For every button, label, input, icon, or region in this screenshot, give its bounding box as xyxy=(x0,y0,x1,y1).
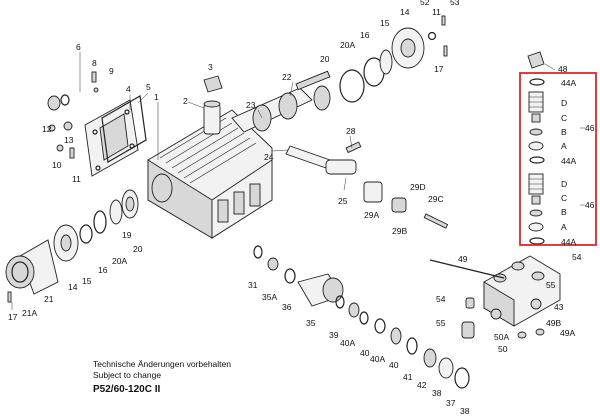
label-50A: 50A xyxy=(494,332,509,342)
label-41: 41 xyxy=(403,372,413,382)
label-44Ac: 44A xyxy=(561,237,576,247)
label-14a: 14 xyxy=(68,282,78,292)
label-2: 2 xyxy=(183,96,188,106)
label-A1: A xyxy=(561,141,567,151)
label-38a: 38 xyxy=(432,388,442,398)
label-48: 48 xyxy=(558,64,568,74)
part-number-labels: 1 2 3 4 5 6 8 9 10 11 11 12 13 14 14 15 … xyxy=(8,0,595,416)
model-number: P52/60-120C II xyxy=(93,384,161,395)
label-13: 13 xyxy=(64,135,74,145)
oil-sight-parts xyxy=(47,71,99,159)
label-24: 24 xyxy=(264,152,274,162)
label-B2: B xyxy=(561,207,567,217)
valve-kit-parts xyxy=(527,51,545,245)
label-50: 50 xyxy=(498,344,508,354)
label-54b: 54 xyxy=(436,294,446,304)
label-52: 52 xyxy=(420,0,430,7)
label-29C: 29C xyxy=(428,194,444,204)
valve-kit-highlight-box xyxy=(519,72,597,246)
gasket-part xyxy=(101,95,147,163)
label-11b: 11 xyxy=(432,7,441,17)
label-D1: D xyxy=(561,98,567,108)
label-20b: 20 xyxy=(320,54,330,64)
label-D2: D xyxy=(561,179,567,189)
label-17b: 17 xyxy=(434,64,444,74)
label-3: 3 xyxy=(208,62,213,72)
piston-guide-parts xyxy=(203,75,449,229)
label-55a: 55 xyxy=(546,280,556,290)
label-40Ab: 40A xyxy=(370,354,385,364)
leader-lines xyxy=(11,52,585,310)
label-20a: 20 xyxy=(133,244,143,254)
label-46a: 46 xyxy=(585,123,595,133)
label-17a: 17 xyxy=(8,312,18,322)
label-40a: 40 xyxy=(360,348,370,358)
manifold-part xyxy=(429,255,561,339)
label-B1: B xyxy=(561,127,567,137)
label-1: 1 xyxy=(154,92,159,102)
label-49B: 49B xyxy=(546,318,561,328)
label-54a: 54 xyxy=(572,252,582,262)
label-9: 9 xyxy=(109,66,114,76)
label-11a: 11 xyxy=(72,174,81,184)
label-14b: 14 xyxy=(400,7,410,17)
crankcase-part xyxy=(147,109,273,239)
label-29B: 29B xyxy=(392,226,407,236)
label-5: 5 xyxy=(146,82,151,92)
label-10: 10 xyxy=(52,160,62,170)
label-44Aa: 44A xyxy=(561,78,576,88)
label-42: 42 xyxy=(417,380,427,390)
label-35: 35 xyxy=(306,318,316,328)
label-40b: 40 xyxy=(389,360,399,370)
label-20Aa: 20A xyxy=(112,256,127,266)
label-C1: C xyxy=(561,113,567,123)
label-49: 49 xyxy=(458,254,468,264)
label-46b: 46 xyxy=(585,200,595,210)
label-31: 31 xyxy=(248,280,258,290)
label-8: 8 xyxy=(92,58,97,68)
label-39: 39 xyxy=(329,330,339,340)
bearing-cover-right xyxy=(313,15,448,111)
label-43: 43 xyxy=(554,302,564,312)
label-21: 21 xyxy=(44,294,54,304)
label-12: 12 xyxy=(42,124,52,134)
label-A2: A xyxy=(561,222,567,232)
label-29D: 29D xyxy=(410,182,426,192)
label-35A: 35A xyxy=(262,292,277,302)
label-28: 28 xyxy=(346,126,356,136)
label-37: 37 xyxy=(446,398,456,408)
label-20Ab: 20A xyxy=(340,40,355,50)
label-15b: 15 xyxy=(380,18,390,28)
label-55b: 55 xyxy=(436,318,446,328)
label-23: 23 xyxy=(246,100,256,110)
shaft-guard-part xyxy=(5,239,59,303)
label-6: 6 xyxy=(76,42,81,52)
bearing-cover-left xyxy=(53,189,139,262)
label-16a: 16 xyxy=(98,265,108,275)
label-29A: 29A xyxy=(364,210,379,220)
piston-seal-parts xyxy=(253,245,470,389)
label-16b: 16 xyxy=(360,30,370,40)
label-49A: 49A xyxy=(560,328,575,338)
label-44Ab: 44A xyxy=(561,156,576,166)
label-53: 53 xyxy=(450,0,460,7)
label-21A: 21A xyxy=(22,308,37,318)
change-note-english: Subject to change xyxy=(93,370,162,380)
label-22: 22 xyxy=(282,72,292,82)
label-C2: C xyxy=(561,193,567,203)
label-36: 36 xyxy=(282,302,292,312)
label-38b: 38 xyxy=(460,406,470,416)
label-19: 19 xyxy=(122,230,132,240)
side-cover-part xyxy=(84,99,139,177)
label-25: 25 xyxy=(338,196,348,206)
label-4: 4 xyxy=(126,84,131,94)
change-note-german: Technische Änderungen vorbehalten xyxy=(93,359,231,369)
label-40Aa: 40A xyxy=(340,338,355,348)
label-15a: 15 xyxy=(82,276,92,286)
